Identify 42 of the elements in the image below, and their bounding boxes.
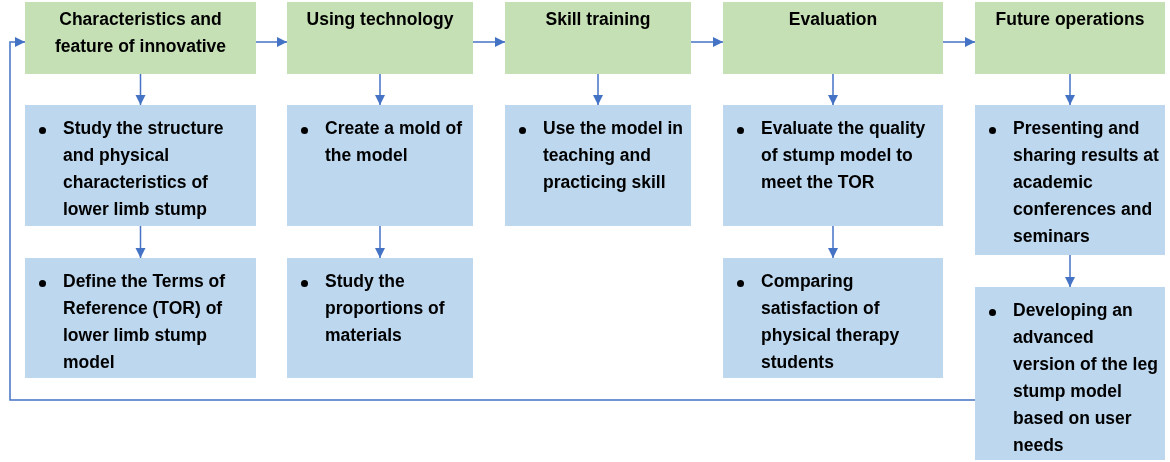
stage-header-box: [25, 2, 256, 74]
task-box: [287, 258, 473, 378]
task-box: [25, 258, 256, 378]
task-text: Evaluate the quality of stump model to meet the TOR: [761, 117, 927, 194]
arrow: [135, 225, 146, 259]
task-text: Study the structure and physical characteristics of lower limb stump: [63, 117, 225, 221]
arrow: [374, 225, 386, 259]
task-text: Create a mold of the model: [325, 117, 464, 167]
stage-title: Future operations: [994, 8, 1146, 31]
arrow: [135, 73, 146, 106]
stage-title: Characteristics and feature of innovative: [53, 8, 228, 58]
stage-header-box: [287, 2, 473, 74]
arrow: [592, 73, 604, 106]
arrow: [255, 36, 288, 48]
arrow: [9, 36, 976, 401]
stage-title: Using technology: [305, 8, 455, 31]
task-box: [723, 258, 943, 378]
task-box: [287, 105, 473, 226]
task-box: [25, 105, 256, 226]
stage-header-box: [975, 2, 1165, 74]
task-text: Comparing satisfaction of physical therapy students: [761, 270, 901, 374]
stage-title: Skill training: [544, 8, 652, 31]
task-box: [975, 287, 1165, 460]
arrow: [827, 73, 839, 106]
stage-title: Evaluation: [787, 8, 879, 31]
task-box: [505, 105, 691, 226]
task-text: Study the proportions of materials: [325, 270, 446, 347]
task-text: Developing an advanced version of the leg stump model based on user needs: [1013, 299, 1159, 457]
arrow: [1064, 73, 1076, 106]
task-text: Define the Terms of Reference (TOR) of lower limb stump model: [63, 270, 227, 374]
stage-header-box: [723, 2, 943, 74]
arrow: [1064, 254, 1076, 288]
task-text: Use the model in teaching and practicing skill: [543, 117, 685, 194]
stage-header-box: [505, 2, 691, 74]
arrow: [472, 36, 506, 48]
arrow: [690, 36, 724, 48]
task-text: Presenting and sharing results at academic conferences and seminars: [1013, 117, 1159, 248]
arrow: [942, 36, 976, 48]
arrow: [827, 225, 839, 259]
arrow: [374, 73, 386, 106]
task-box: [723, 105, 943, 226]
task-box: [975, 105, 1165, 255]
